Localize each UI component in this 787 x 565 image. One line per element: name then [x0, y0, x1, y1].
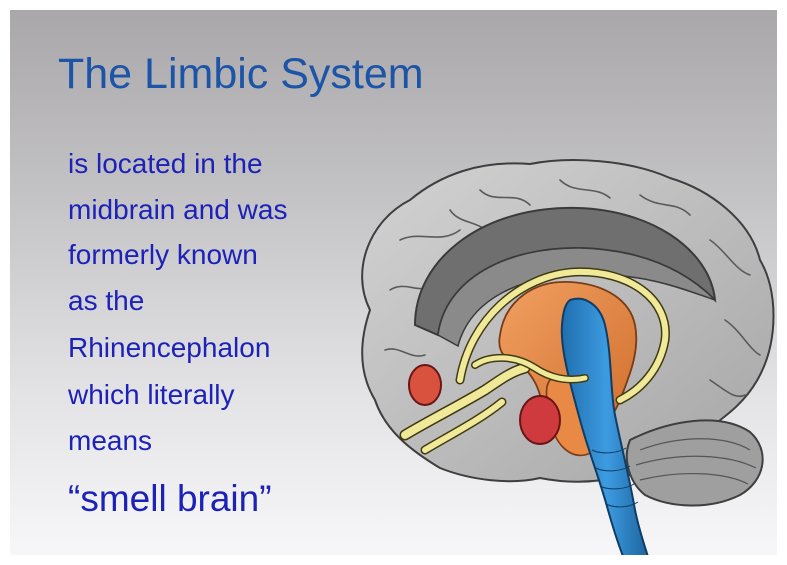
septal-nucleus	[409, 365, 441, 405]
slide-title: The Limbic System	[58, 50, 424, 99]
body-line: Rhinencephalon	[68, 334, 270, 362]
brain-illustration	[330, 150, 777, 555]
body-line: formerly known	[68, 241, 258, 269]
body-line: means	[68, 427, 152, 455]
amygdala	[520, 396, 560, 444]
body-line: as the	[68, 287, 144, 315]
body-line: which literally	[68, 381, 235, 409]
body-line: midbrain and was	[68, 196, 287, 224]
slide: The Limbic System is located in the midb…	[10, 10, 777, 555]
smell-brain-emphasis: “smell brain”	[68, 480, 272, 517]
body-line: is located in the	[68, 150, 263, 178]
